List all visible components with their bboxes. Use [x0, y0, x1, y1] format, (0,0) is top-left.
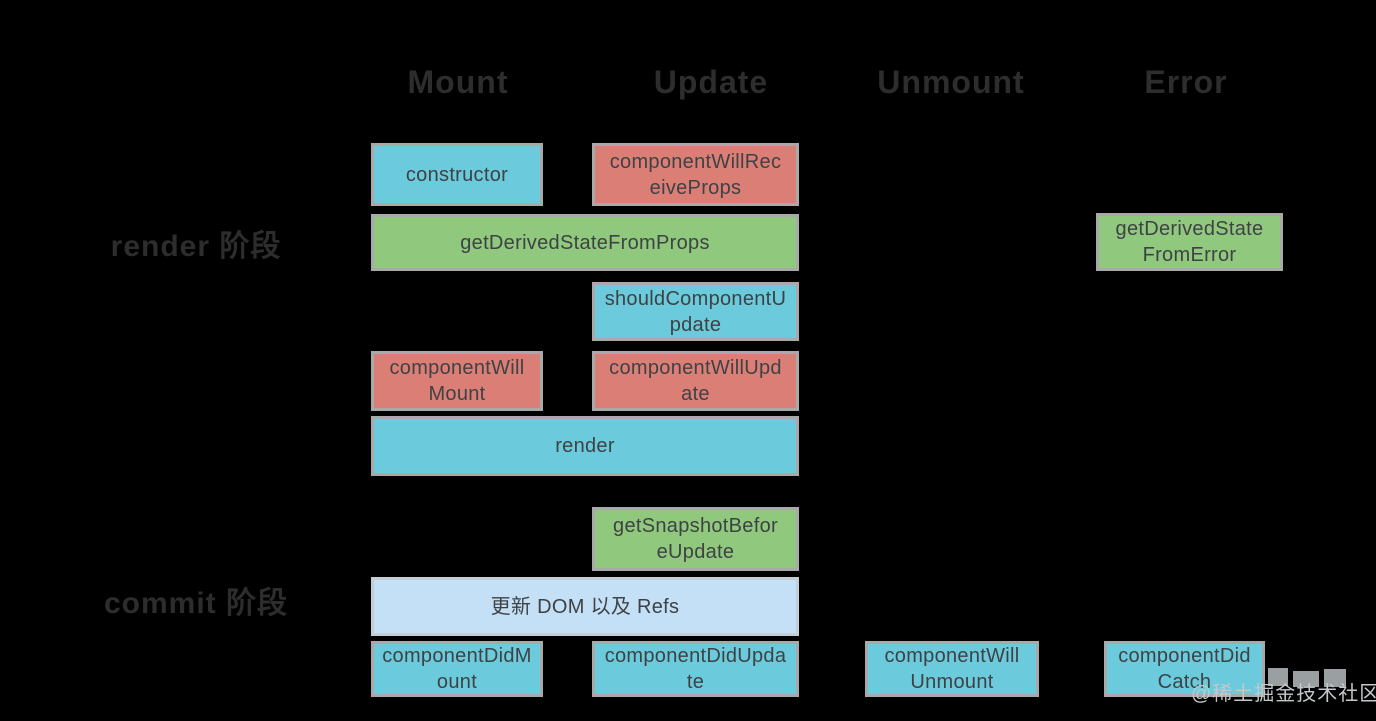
lifecycle-box-render: render	[371, 416, 799, 476]
lifecycle-box-get-snapshot-before-update: getSnapshotBefor eUpdate	[592, 507, 799, 571]
lifecycle-box-component-will-mount: componentWill Mount	[371, 351, 543, 411]
lifecycle-box-component-will-receive-props: componentWillRec eiveProps	[592, 143, 799, 206]
lifecycle-box-update-dom-and-refs: 更新 DOM 以及 Refs	[371, 577, 799, 636]
column-header-mount: Mount	[407, 64, 509, 100]
lifecycle-box-get-derived-state-from-props: getDerivedStateFromProps	[371, 214, 799, 271]
lifecycle-box-component-will-update: componentWillUpd ate	[592, 351, 799, 411]
watermark-artifact	[1324, 669, 1346, 687]
lifecycle-box-constructor: constructor	[371, 143, 543, 206]
watermark-artifact	[1293, 671, 1319, 687]
lifecycle-box-component-did-update: componentDidUpda te	[592, 641, 799, 697]
column-header-update: Update	[653, 64, 769, 100]
lifecycle-box-component-did-catch: componentDid Catch	[1104, 641, 1265, 697]
lifecycle-box-should-component-update: shouldComponentU pdate	[592, 282, 799, 341]
lifecycle-box-component-will-unmount: componentWill Unmount	[865, 641, 1039, 697]
juejin-watermark: @稀土掘金技术社区	[1191, 683, 1376, 705]
phase-label-render: render 阶段	[110, 230, 282, 263]
watermark-artifact	[1268, 668, 1288, 686]
lifecycle-box-component-did-mount: componentDidM ount	[371, 641, 543, 697]
column-header-error: Error	[1144, 64, 1228, 100]
lifecycle-box-get-derived-state-from-error: getDerivedState FromError	[1096, 213, 1283, 271]
phase-label-commit: commit 阶段	[103, 587, 289, 620]
column-header-unmount: Unmount	[877, 64, 1025, 100]
